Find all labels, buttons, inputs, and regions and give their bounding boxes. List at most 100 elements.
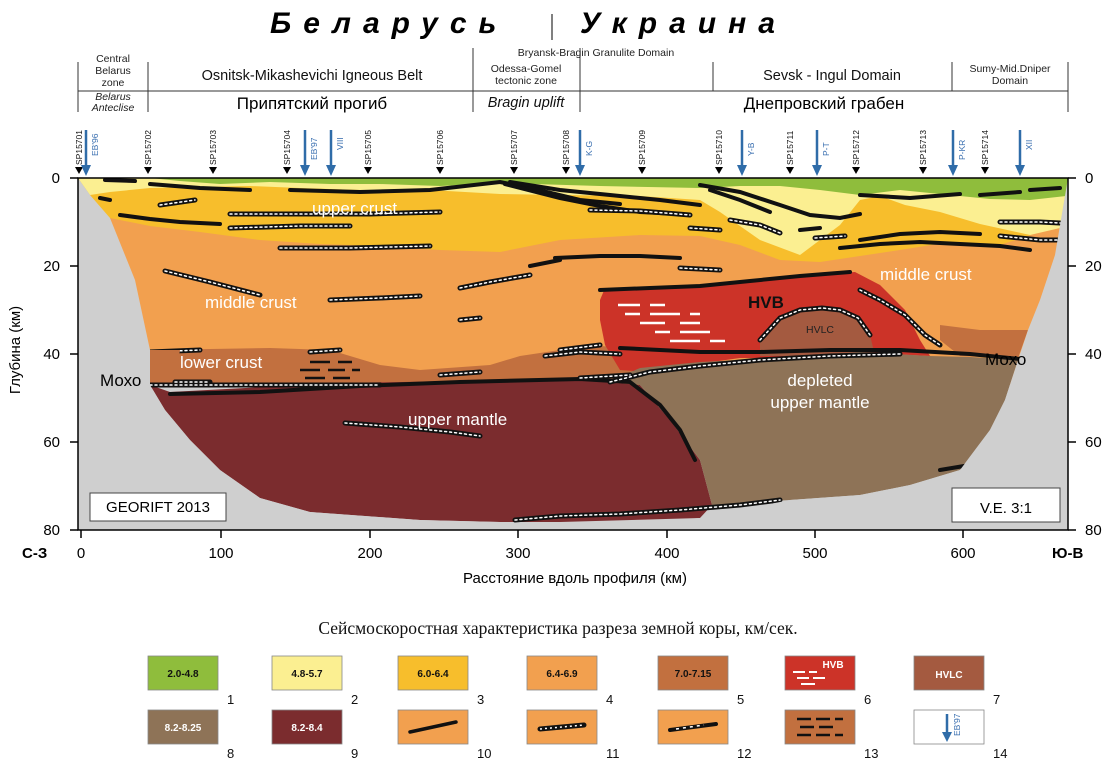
label-middle-crust-left: middle crust [205, 293, 297, 312]
ve-box-frame [951, 487, 1061, 523]
zone-sumy-2: Domain [992, 75, 1028, 87]
shotpoint-label: SP15702 [143, 130, 153, 165]
x-tick-200: 200 [357, 545, 382, 562]
x-axis-ticks [80, 530, 964, 538]
crossing-arrow: XII [1015, 130, 1034, 176]
georift-box-frame [89, 492, 227, 522]
label-nw: С-З [22, 545, 47, 562]
crossing-head [737, 165, 747, 176]
layer-hvlc [760, 308, 875, 356]
zone-sumy-1: Sumy-Mid.Dniper [969, 63, 1051, 75]
legend-hvb-dashes [793, 671, 825, 685]
x-tick-300: 300 [505, 545, 530, 562]
x-axis-label: Расстояние вдоль профиля (км) [463, 570, 687, 587]
legend-swatch [147, 709, 219, 745]
label-moho-right: Мохо [985, 350, 1026, 369]
crossing-label: XII [1024, 140, 1034, 150]
layer-lower-crust-left [150, 350, 180, 365]
crossing-arrow: P-T [812, 130, 831, 176]
legend-num: 13 [864, 746, 878, 761]
layer-labels: upper crust middle crust middle crust lo… [100, 199, 1026, 429]
x-tick-600: 600 [950, 545, 975, 562]
shotpoint-marker: SP15706 [435, 130, 445, 174]
layer-upper-mantle [150, 380, 712, 522]
label-hvlc: HVLC [806, 324, 834, 336]
zone-bryansk: Bryansk-Bragin Granulite Domain [518, 47, 675, 59]
crossing-arrow: VIII [326, 130, 345, 176]
edge-left [78, 178, 500, 530]
crossing-arrow: Y-B [737, 130, 756, 176]
shotpoint-triangle [75, 167, 83, 174]
shotpoint-triangle [981, 167, 989, 174]
shotpoint-label: SP15706 [435, 130, 445, 165]
shotpoints: SP15701 SP15702 SP15703 SP15704 SP15705 … [74, 130, 990, 174]
crossing-arrow: K-G [575, 130, 594, 176]
shotpoint-label: SP15705 [363, 130, 373, 165]
zone-central-belarus-3: zone [102, 77, 125, 89]
legend-swatch [913, 709, 985, 745]
shotpoint-triangle [436, 167, 444, 174]
label-middle-crust-right: middle crust [880, 265, 972, 284]
legend-num: 12 [737, 746, 751, 761]
shotpoint-triangle [919, 167, 927, 174]
ve-box: V.E. 3:1 [951, 487, 1061, 523]
label-upper-crust: upper crust [312, 199, 397, 218]
crossing-label: P-KR [957, 140, 967, 160]
reflectors-solid [98, 178, 1062, 472]
shotpoint-triangle [510, 167, 518, 174]
legend-swatch-text: 2.0-4.8 [167, 669, 199, 680]
shotpoint-marker: SP15710 [714, 130, 724, 174]
x-tick-500: 500 [802, 545, 827, 562]
legend-swatch-text: HVLC [935, 670, 962, 681]
title-ukraine: Украина [580, 7, 787, 40]
crossing-head [1015, 165, 1025, 176]
shotpoint-triangle [715, 167, 723, 174]
legend-item-5: 7.0-7.15 5 [657, 655, 744, 707]
shotpoint-marker: SP15703 [208, 130, 218, 174]
shotpoint-triangle [144, 167, 152, 174]
legend-num: 8 [227, 746, 234, 761]
crossing-arrow: P-KR [948, 130, 967, 176]
shotpoint-label: SP15709 [637, 130, 647, 165]
legend-dashed-reflector-dots [675, 724, 705, 730]
label-moho-left: Мохо [100, 371, 141, 390]
zone-bragin: Bragin uplift [488, 95, 566, 111]
crossings: EB'96 EB'97 VIII K-G Y-B P-T [81, 130, 1034, 176]
legend-num: 4 [606, 692, 613, 707]
legend-num: 14 [993, 746, 1007, 761]
y-tick-right-60: 60 [1085, 434, 1102, 451]
crossing-label: P-T [821, 142, 831, 156]
legend-item-6: HVB 6 [784, 655, 871, 707]
legend-item-10: 10 [397, 709, 491, 761]
label-se: Ю-В [1052, 545, 1083, 562]
zone-sevsk: Sevsk - Ingul Domain [763, 68, 901, 84]
legend-num: 9 [351, 746, 358, 761]
zone-belarus-anteclise-1: Belarus [95, 91, 131, 103]
shotpoint-marker: SP15704 [282, 130, 292, 174]
shotpoint-label: SP15712 [851, 130, 861, 165]
zone-odessa-1: Odessa-Gomel [491, 63, 562, 75]
shotpoint-marker: SP15705 [363, 130, 373, 174]
legend-lower-crust-dashes [797, 717, 843, 737]
legend-swatch-text: 6.0-6.4 [417, 669, 449, 680]
legend-solid-reflector [408, 720, 458, 734]
x-tick-0: 0 [77, 545, 85, 562]
label-depleted: depleted [787, 371, 852, 390]
legend-num: 7 [993, 692, 1000, 707]
shotpoint-label: SP15701 [74, 130, 84, 165]
zone-odessa-2: tectonic zone [495, 75, 557, 87]
shotpoint-label: SP15703 [208, 130, 218, 165]
legend-swatch-text: HVB [822, 660, 843, 671]
shotpoint-triangle [638, 167, 646, 174]
shotpoint-label: SP15713 [918, 130, 928, 165]
crossing-label: EB'96 [90, 133, 100, 156]
shotpoint-triangle [209, 167, 217, 174]
y-axis-label: Глубина (км) [7, 306, 24, 394]
crossing-label: VIII [335, 137, 345, 150]
legend-item-7: HVLC 7 [913, 655, 1000, 707]
ve-label: V.E. 3:1 [980, 500, 1032, 517]
legend-caption: Сейсмоскоростная характеристика разреза … [318, 618, 797, 638]
layer-lower-crust [150, 346, 640, 385]
legend-swatch-text: 6.4-6.9 [546, 669, 578, 680]
zone-dnieper: Днепровский грабен [744, 94, 904, 113]
